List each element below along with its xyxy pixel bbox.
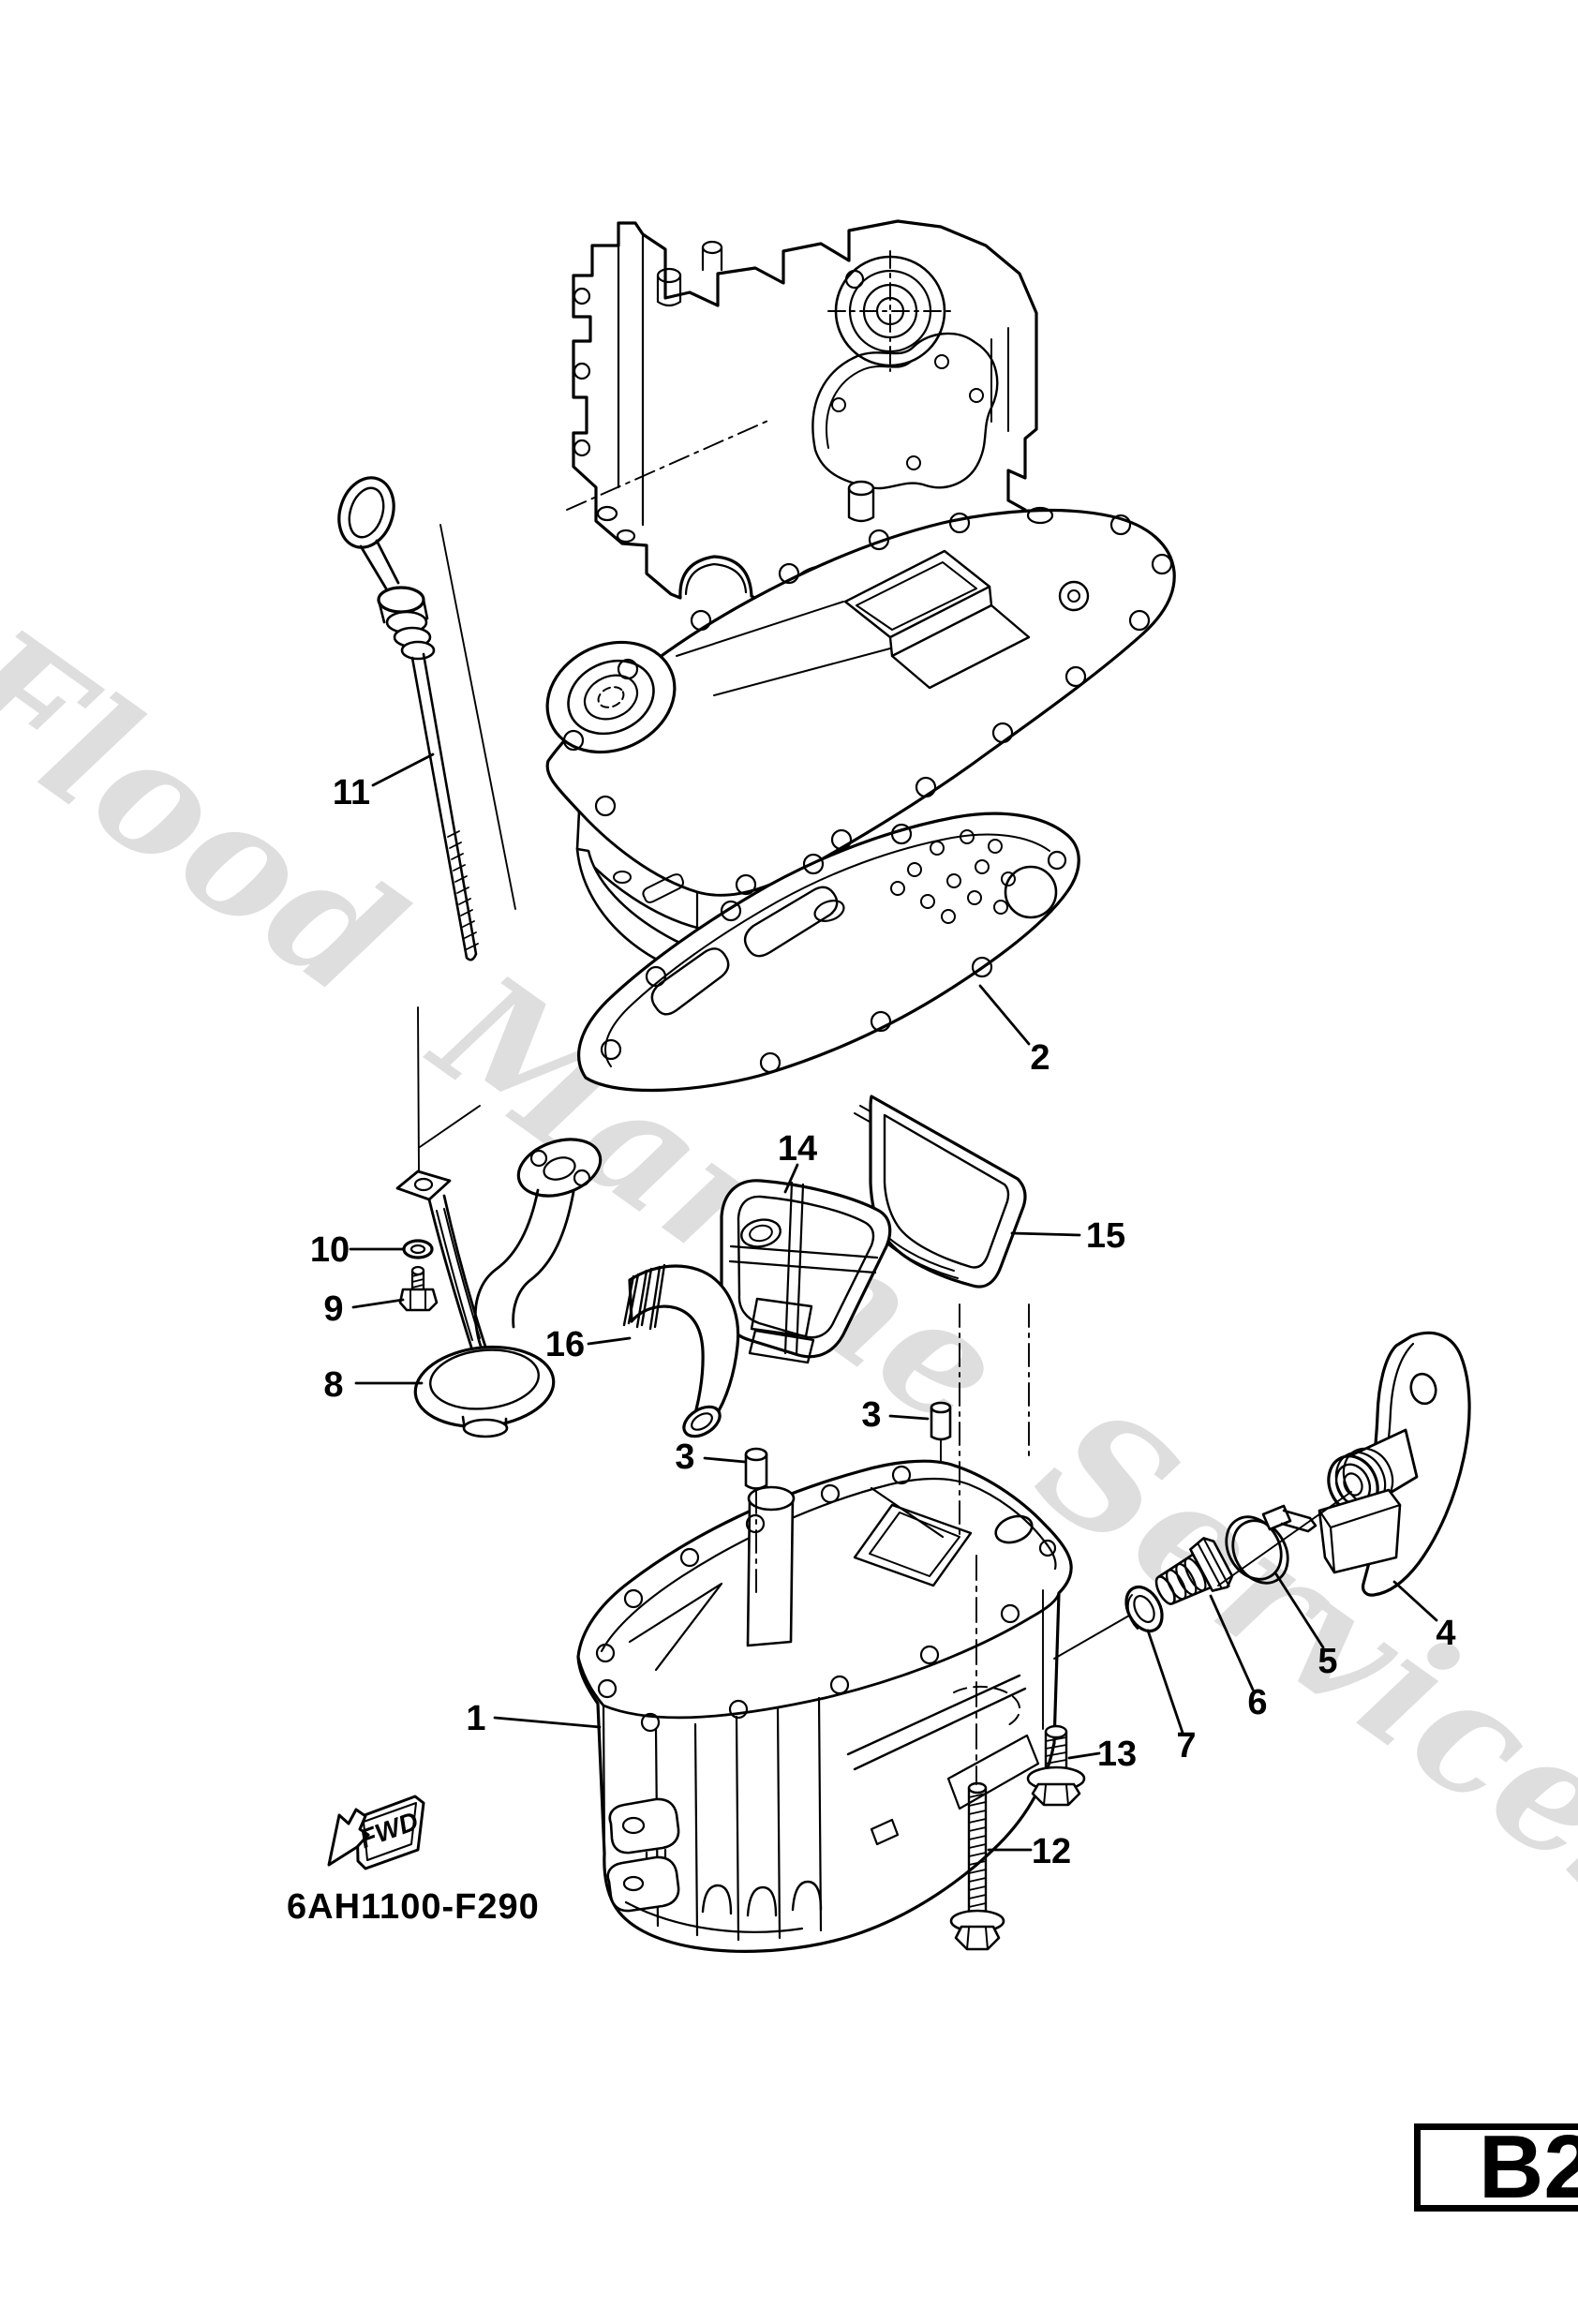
callout-label-15: 15 [1086,1216,1125,1256]
gasket-2-drawing [577,812,1080,1093]
oil-pan-drawing [576,1459,1073,1953]
exhaust-seal-drawing [854,1095,1027,1289]
washer-7-drawing [1124,1585,1164,1633]
page-ref-label: B2 [1479,2117,1578,2217]
callout-label-2: 2 [1030,1038,1050,1078]
washer-10-drawing [402,1239,434,1259]
callout-label-7: 7 [1176,1726,1196,1765]
callout-label-10: 10 [310,1230,350,1270]
callout-label-6: 6 [1247,1683,1267,1722]
leader-lines [349,752,1438,1852]
callout-label-8: 8 [323,1365,343,1405]
callout-label-14: 14 [778,1129,817,1169]
callout-label-12: 12 [1032,1832,1071,1871]
callout-label-5: 5 [1317,1642,1337,1681]
fwd-arrow: FWD [327,1795,425,1870]
callout-label-1: 1 [466,1699,485,1738]
oil-strainer-drawing [395,1138,603,1438]
dipstick-drawing [337,476,479,961]
breather-hose-drawing [622,1263,740,1438]
bolt-13-drawing [1026,1724,1086,1807]
plug-6-drawing [1154,1537,1234,1605]
bolt-12-drawing [949,1781,1005,1951]
dowel-pin-right-drawing [930,1401,952,1441]
page-ref-box: B2 [1414,2123,1578,2212]
callout-label-16: 16 [545,1325,585,1364]
projection-lines [417,418,1352,1785]
callout-label-11: 11 [333,773,370,812]
callout-label-3-right: 3 [861,1395,881,1435]
diagram-code: 6AH1100-F290 [287,1887,540,1927]
clamp-5-drawing [1225,1504,1317,1585]
callout-label-4: 4 [1436,1614,1455,1653]
callout-label-13: 13 [1097,1735,1137,1774]
bolt-9-drawing [398,1265,439,1312]
callout-label-3-left: 3 [675,1438,694,1477]
callout-labels: 1 2 3 3 4 5 6 7 8 9 10 11 12 13 14 15 16 [310,773,1456,1871]
outlet-bracket-drawing [1317,1331,1471,1597]
dowel-pin-left-drawing [744,1447,768,1490]
callout-label-9: 9 [323,1289,343,1329]
oil-pan-gasket-drawing [720,1179,892,1364]
